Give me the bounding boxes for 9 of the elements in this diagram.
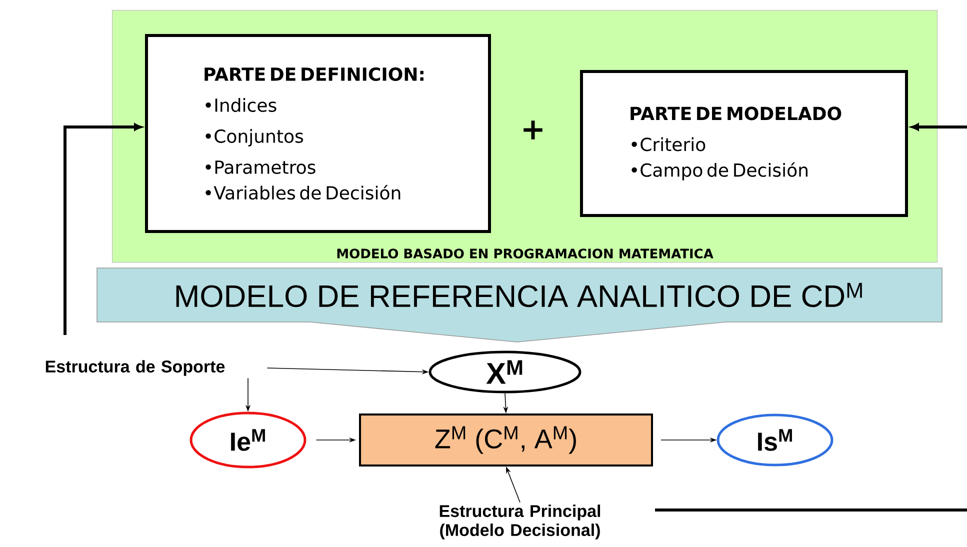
note-text: Estructura Principal (Modelo Decisional) bbox=[440, 504, 600, 540]
arrow bbox=[64, 123, 142, 335]
note-text: Estructura de Soporte bbox=[46, 360, 225, 376]
plus-sign: + bbox=[524, 120, 542, 140]
arrow bbox=[911, 123, 967, 131]
model-box: Z$^{M}$ (C$^{M}$, A$^{M}$) bbox=[359, 414, 653, 466]
list-box: PARTE DE MODELADO •Criterio •Campo de Decisión bbox=[580, 70, 908, 217]
callout-banner: MODELO DE REFERENCIA ANALITICO DE CD$^{M}$ bbox=[96, 268, 942, 342]
list-box: PARTE DE DEFINICION: •Indices •Conjuntos •Parametros •Variables de Decisión bbox=[145, 34, 491, 233]
